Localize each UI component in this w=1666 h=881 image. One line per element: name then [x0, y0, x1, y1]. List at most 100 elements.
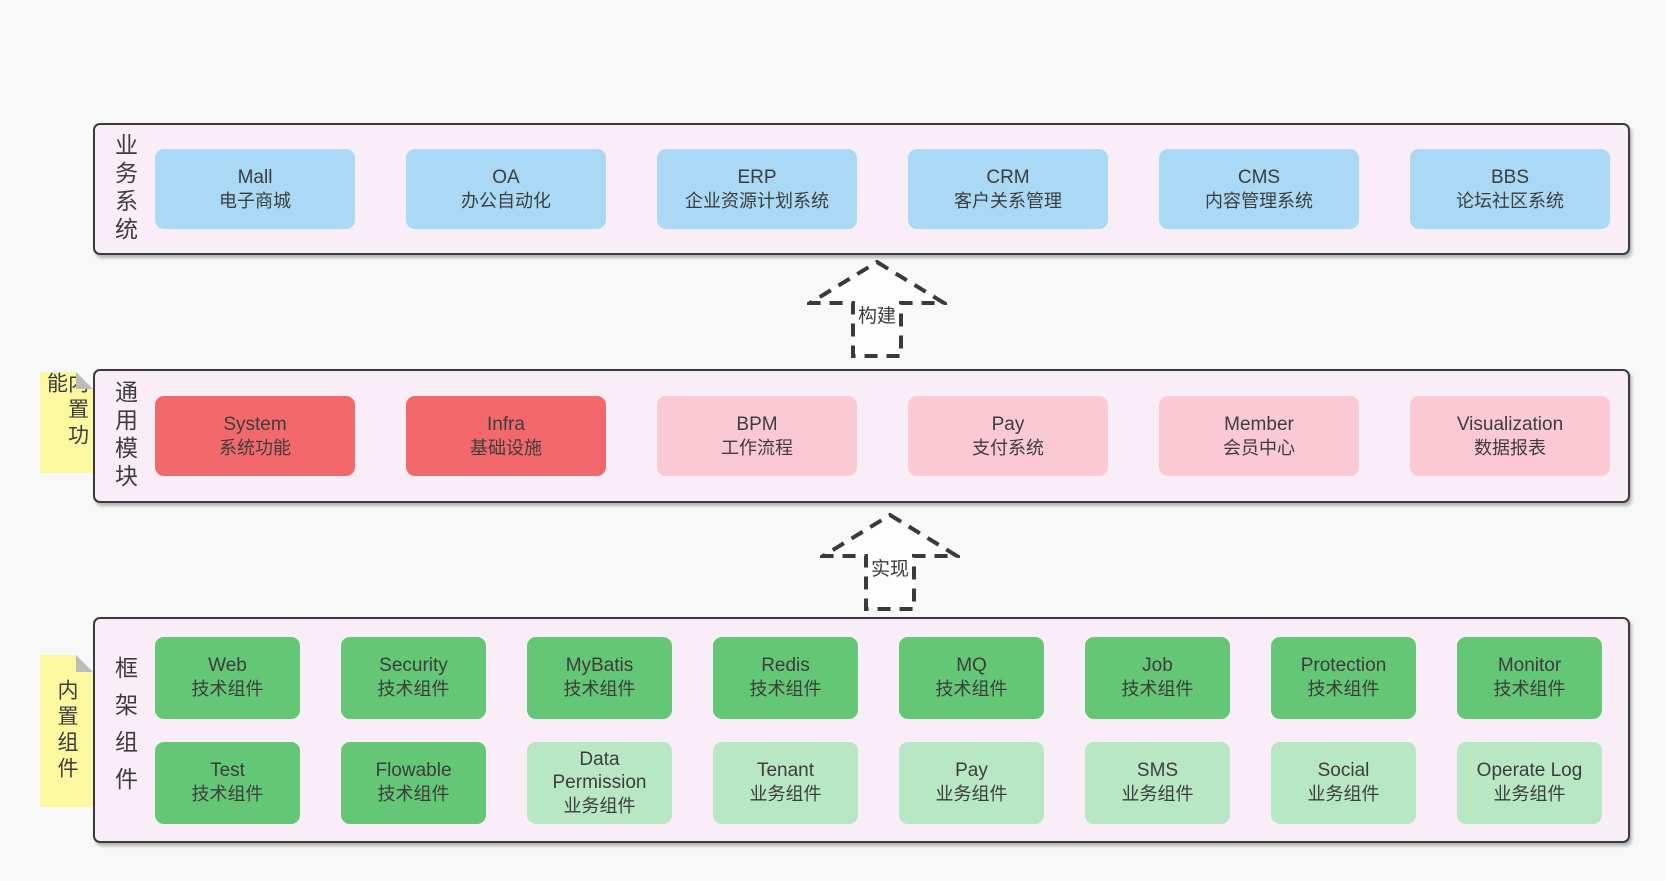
box-subtitle: 业务组件: [935, 784, 1008, 805]
box-subtitle: 内容管理系统: [1205, 190, 1313, 211]
box-security: Security 技术组件: [341, 636, 486, 719]
box-subtitle: 技术组件: [563, 679, 636, 700]
box-title: Mall: [237, 166, 273, 188]
box-title: MQ: [956, 655, 987, 677]
biz-components-row: Test 技术组件 Flowable 技术组件 Data Permission …: [155, 741, 1602, 824]
box-bbs: BBS 论坛社区系统: [1410, 149, 1610, 229]
component-rows: Web 技术组件 Security 技术组件 MyBatis 技术组件 Redi…: [155, 636, 1602, 824]
sticky-label: 内置功能: [44, 372, 89, 450]
sticky-built-in-components: 内置组件: [40, 655, 93, 807]
box-mybatis: MyBatis 技术组件: [527, 636, 672, 719]
box-crm: CRM 客户关系管理: [908, 149, 1108, 229]
box-title: Operate Log: [1476, 760, 1583, 782]
box-test: Test 技术组件: [155, 741, 300, 824]
box-monitor: Monitor 技术组件: [1457, 636, 1602, 719]
box-subtitle: 办公自动化: [461, 190, 551, 211]
tech-components-row: Web 技术组件 Security 技术组件 MyBatis 技术组件 Redi…: [155, 636, 1602, 719]
box-subtitle: 业务组件: [749, 784, 822, 805]
box-sms: SMS 业务组件: [1085, 741, 1230, 824]
box-subtitle: 技术组件: [377, 784, 450, 805]
box-title: Pay: [955, 760, 988, 782]
box-title: MyBatis: [565, 655, 634, 677]
box-title: Flowable: [375, 760, 452, 782]
box-title: Member: [1224, 413, 1294, 435]
box-job: Job 技术组件: [1085, 636, 1230, 719]
box-title: Protection: [1300, 655, 1387, 677]
box-subtitle: 基础设施: [470, 437, 542, 458]
box-erp: ERP 企业资源计划系统: [657, 149, 857, 229]
box-subtitle: 技术组件: [377, 679, 450, 700]
box-subtitle: 技术组件: [1121, 679, 1194, 700]
box-redis: Redis 技术组件: [713, 636, 858, 719]
box-bpm: BPM 工作流程: [657, 396, 857, 476]
box-title: Web: [208, 655, 247, 677]
module-boxes-row: System 系统功能 Infra 基础设施 BPM 工作流程 Pay 支付系统…: [155, 396, 1610, 476]
box-tenant: Tenant 业务组件: [713, 741, 858, 824]
box-social: Social 业务组件: [1271, 741, 1416, 824]
band-framework-components: 框架组件 Web 技术组件 Security 技术组件 MyBatis 技术组件…: [93, 617, 1630, 843]
band-label: 框架组件: [111, 656, 138, 804]
box-title: Social: [1317, 760, 1370, 782]
box-subtitle: 工作流程: [721, 437, 793, 458]
box-title: Visualization: [1456, 413, 1564, 435]
box-subtitle: 业务组件: [1493, 784, 1566, 805]
box-oa: OA 办公自动化: [406, 149, 606, 229]
box-member: Member 会员中心: [1159, 396, 1359, 476]
box-title: Security: [379, 655, 448, 677]
box-mall: Mall 电子商城: [155, 149, 355, 229]
box-subtitle: 技术组件: [191, 679, 264, 700]
box-subtitle: 会员中心: [1223, 437, 1295, 458]
business-boxes-row: Mall 电子商城 OA 办公自动化 ERP 企业资源计划系统 CRM 客户关系…: [155, 149, 1610, 229]
arrow-label: 构建: [854, 301, 900, 328]
box-data-permission: Data Permission 业务组件: [527, 741, 672, 824]
box-subtitle: 论坛社区系统: [1456, 190, 1564, 211]
box-subtitle: 技术组件: [1493, 679, 1566, 700]
sticky-label: 内置组件: [55, 679, 78, 783]
box-title: Monitor: [1497, 655, 1562, 677]
sticky-built-in-features: 内置功能: [40, 372, 93, 473]
box-cms: CMS 内容管理系统: [1159, 149, 1359, 229]
box-title: Redis: [761, 655, 810, 677]
band-label: 业务系统: [111, 133, 138, 245]
box-title: Tenant: [756, 760, 815, 782]
arrow-label: 实现: [867, 554, 913, 581]
box-subtitle: 客户关系管理: [954, 190, 1062, 211]
box-title: SMS: [1136, 760, 1179, 782]
box-title: System: [223, 413, 287, 435]
box-title: Test: [210, 760, 245, 782]
box-title: Infra: [486, 413, 526, 435]
box-title: BBS: [1490, 166, 1530, 188]
box-title: CRM: [986, 166, 1030, 188]
box-subtitle: 业务组件: [563, 796, 636, 816]
box-subtitle: 技术组件: [1307, 679, 1380, 700]
box-subtitle: 业务组件: [1121, 784, 1194, 805]
box-subtitle: 业务组件: [1307, 784, 1380, 805]
arrow-implement: 实现: [820, 512, 960, 612]
box-subtitle: 技术组件: [749, 679, 822, 700]
band-label: 通用模块: [111, 380, 138, 492]
box-subtitle: 支付系统: [972, 437, 1044, 458]
box-subtitle: 数据报表: [1474, 437, 1546, 458]
box-system: System 系统功能: [155, 396, 355, 476]
box-pay-component: Pay 业务组件: [899, 741, 1044, 824]
box-title: CMS: [1237, 166, 1281, 188]
box-subtitle: 技术组件: [935, 679, 1008, 700]
folded-corner-icon: [76, 372, 93, 389]
box-operate-log: Operate Log 业务组件: [1457, 741, 1602, 824]
box-title: BPM: [736, 413, 778, 435]
arrow-build: 构建: [807, 259, 947, 359]
box-protection: Protection 技术组件: [1271, 636, 1416, 719]
box-mq: MQ 技术组件: [899, 636, 1044, 719]
box-title: OA: [492, 166, 520, 188]
box-web: Web 技术组件: [155, 636, 300, 719]
box-infra: Infra 基础设施: [406, 396, 606, 476]
box-title: Pay: [991, 413, 1025, 435]
box-subtitle: 技术组件: [191, 784, 264, 805]
box-flowable: Flowable 技术组件: [341, 741, 486, 824]
box-visualization: Visualization 数据报表: [1410, 396, 1610, 476]
band-business-systems: 业务系统 Mall 电子商城 OA 办公自动化 ERP 企业资源计划系统 CRM…: [93, 123, 1630, 255]
box-pay: Pay 支付系统: [908, 396, 1108, 476]
box-title: Job: [1142, 655, 1173, 677]
box-subtitle: 企业资源计划系统: [685, 190, 829, 211]
box-subtitle: 系统功能: [219, 437, 291, 458]
